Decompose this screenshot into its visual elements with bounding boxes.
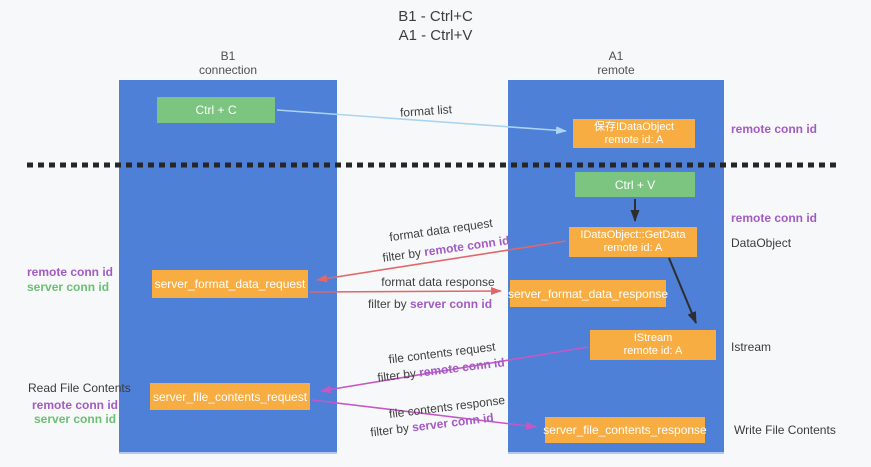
arrow-format-data-response xyxy=(309,287,502,296)
node-getdata-line2: remote id: A xyxy=(603,242,663,254)
node-getdata-line1: IDataObject::GetData xyxy=(580,229,686,241)
node-ctrl-c: Ctrl + C xyxy=(157,97,275,123)
lane-header-b1: B1 connection xyxy=(119,49,337,77)
node-save-idataobject-line1: 保存IDataObject xyxy=(593,120,675,133)
arrow-file-contents-request xyxy=(320,346,589,394)
label-server-conn-id-bottom-left: server conn id xyxy=(34,412,117,426)
label-remote-conn-id-top-right: remote conn id xyxy=(731,122,818,136)
node-server-file-contents-response: server_file_contents_response xyxy=(543,417,707,443)
diagram-title: B1 - Ctrl+C A1 - Ctrl+V xyxy=(0,7,871,45)
title-line-ctrl-v: A1 - Ctrl+V xyxy=(398,27,473,44)
node-istream-line2: remote id: A xyxy=(623,345,683,357)
node-save-idataobject-line2: remote id: A xyxy=(604,133,664,146)
filter-prefix: filter by xyxy=(367,297,410,311)
label-write-file-contents: Write File Contents xyxy=(734,423,836,437)
label-remote-conn-id-mid-right: remote conn id xyxy=(731,211,818,225)
filter-key-server-conn-id: server conn id xyxy=(409,297,493,311)
arrow-file-contents-response xyxy=(311,399,537,430)
arrow-getdata-to-istream xyxy=(668,257,697,324)
label-remote-conn-id-top-left: remote conn id xyxy=(27,265,114,279)
node-format-response-label: server_format_data_response xyxy=(507,286,669,301)
node-istream: IStream remote id: A xyxy=(590,330,716,360)
node-idataobject-getdata: IDataObject::GetData remote id: A xyxy=(569,227,697,257)
lane-a1-role: remote xyxy=(597,63,635,77)
node-ctrl-v-label: Ctrl + V xyxy=(614,177,656,192)
title-line-ctrl-c: B1 - Ctrl+C xyxy=(398,8,473,25)
label-istream: Istream xyxy=(731,340,772,354)
node-ctrl-v: Ctrl + V xyxy=(575,172,695,197)
label-remote-conn-id-bottom-left: remote conn id xyxy=(32,398,119,412)
lane-a1-name: A1 xyxy=(608,49,624,63)
flow-filter-format-data-response: filter by server conn id xyxy=(368,297,492,311)
node-server-format-data-request: server_format_data_request xyxy=(152,270,308,298)
node-file-request-label: server_file_contents_request xyxy=(152,389,308,404)
node-file-response-label: server_file_contents_response xyxy=(543,423,707,437)
flow-label-format-data-response: format data response xyxy=(381,275,495,289)
arrow-format-data-request xyxy=(316,240,567,283)
lane-b1-name: B1 xyxy=(220,49,236,63)
label-read-file-contents: Read File Contents xyxy=(28,381,131,395)
node-save-idataobject: 保存IDataObject remote id: A xyxy=(573,119,695,148)
node-format-request-label: server_format_data_request xyxy=(154,277,306,291)
label-dataobject: DataObject xyxy=(731,236,792,250)
arrow-format-list xyxy=(276,109,567,135)
lane-header-a1: A1 remote xyxy=(508,49,724,77)
node-server-format-data-response: server_format_data_response xyxy=(507,280,669,307)
node-ctrl-c-label: Ctrl + C xyxy=(195,103,237,117)
node-server-file-contents-request: server_file_contents_request xyxy=(150,383,310,410)
node-istream-line1: IStream xyxy=(633,332,673,344)
lane-b1-role: connection xyxy=(198,63,258,77)
label-server-conn-id-top-left: server conn id xyxy=(27,280,110,294)
